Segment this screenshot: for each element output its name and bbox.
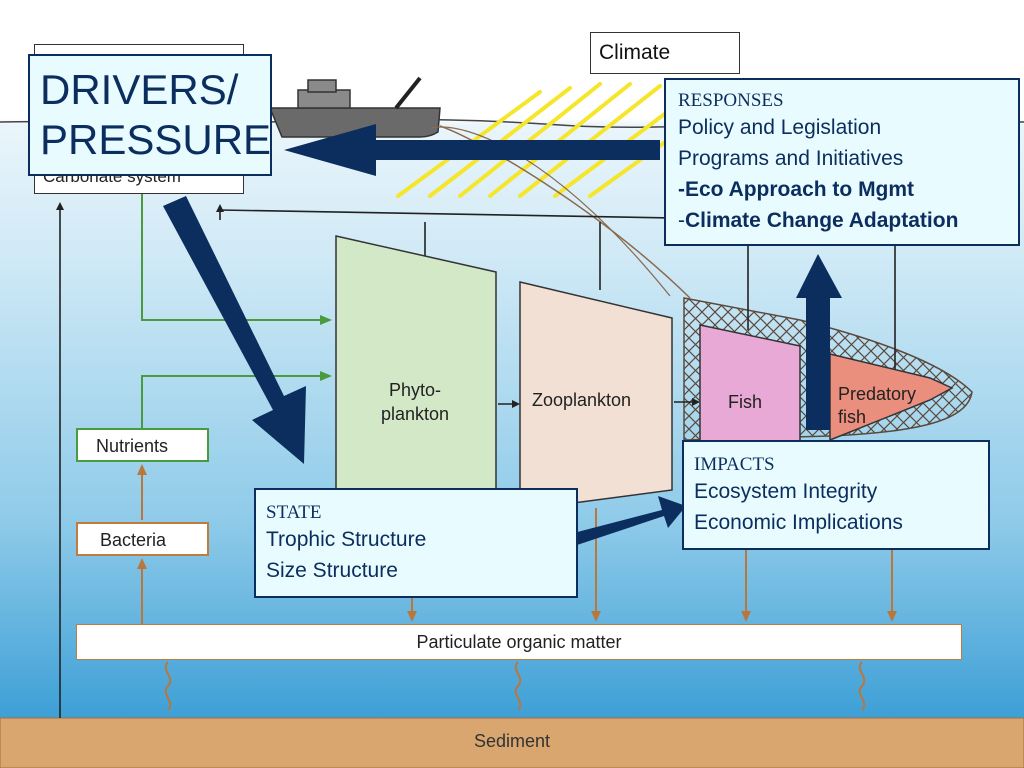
sediment-flux-lines [164, 661, 866, 711]
responses-item: Policy and Legislation [678, 116, 882, 139]
state-item: Size Structure [266, 559, 398, 582]
nutrients-box: Nutrients [76, 428, 209, 462]
drivers-to-state-arrow [163, 196, 306, 464]
net-line [439, 125, 691, 299]
drivers-label: DRIVERS/ [40, 66, 239, 113]
trophic-flow-arrows [498, 398, 700, 408]
zooplankton-compartment [519, 281, 673, 511]
zooplankton-label: Zooplankton [532, 390, 632, 410]
responses-item-eco: -Eco Approach to Mgmt [678, 178, 915, 201]
phytoplankton-label: Phyto- plankton [380, 380, 450, 424]
predatory-fish-label: Predatory fish [838, 384, 917, 427]
impacts-box: IMPACTS Ecosystem Integrity Economic Imp… [682, 440, 990, 550]
drivers-pressure-box: DRIVERS/ PRESSURE [28, 54, 272, 176]
responses-box: RESPONSES Policy and Legislation Program… [664, 78, 1020, 246]
responses-item-climate: -Climate Change Adaptation [678, 209, 959, 232]
bacteria-box: Bacteria [76, 522, 209, 556]
responses-heading: RESPONSES [678, 90, 784, 111]
responses-item: Programs and Initiatives [678, 147, 904, 170]
phytoplankton-compartment [335, 235, 497, 517]
state-to-impacts-arrow [562, 496, 686, 548]
impacts-item: Economic Implications [694, 511, 903, 534]
sediment-label: Sediment [473, 731, 551, 751]
state-item: Trophic Structure [266, 528, 427, 551]
climate-label: Climate [599, 41, 671, 64]
impacts-item: Ecosystem Integrity [694, 480, 878, 503]
responses-to-drivers-arrow [284, 124, 660, 176]
state-heading: STATE [266, 502, 322, 523]
sediment-layer [0, 717, 1024, 768]
bacteria-label: Bacteria [100, 530, 167, 550]
climate-box: Climate [590, 32, 740, 74]
impacts-heading: IMPACTS [694, 454, 775, 475]
particulate-organic-matter-label: Particulate organic matter [416, 632, 622, 652]
fish-label: Fish [728, 392, 763, 412]
particulate-organic-matter-box: Particulate organic matter [76, 624, 962, 660]
fishing-boat [268, 76, 441, 138]
state-box: STATE Trophic Structure Size Structure [254, 488, 578, 598]
recycling-arrows [137, 464, 897, 624]
nutrients-label: Nutrients [96, 436, 169, 456]
impacts-to-responses-arrow [796, 254, 842, 430]
pressure-label: PRESSURE [40, 116, 272, 163]
